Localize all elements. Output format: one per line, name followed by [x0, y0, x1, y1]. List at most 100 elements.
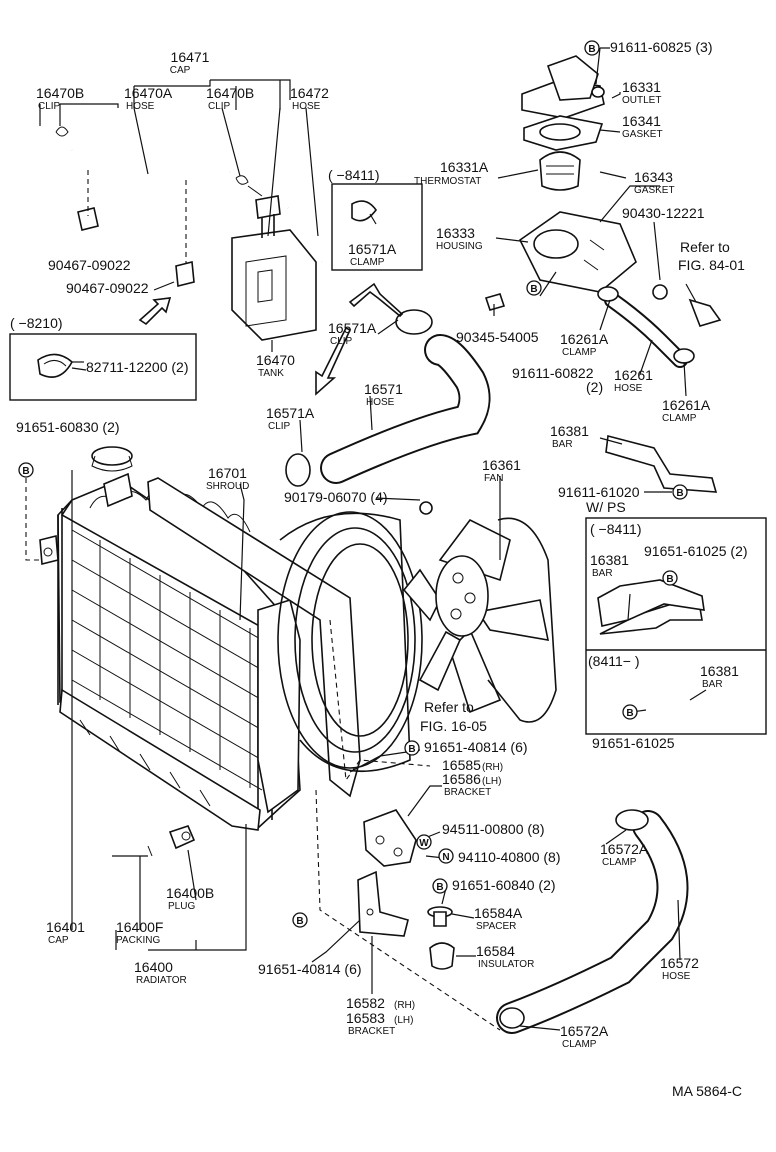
label-16583-num: 16583: [346, 1010, 385, 1026]
label-16571-num: 16571: [364, 381, 403, 397]
label-91651-60830: 91651-60830 (2): [16, 419, 120, 435]
marker-b-8: B: [432, 878, 448, 894]
label-16381-b1-num: 16381: [590, 552, 629, 568]
label-16333-num: 16333: [436, 225, 475, 241]
label-16585-num: 16585: [442, 757, 481, 773]
label-16261A-2-name: CLAMP: [662, 413, 697, 424]
label-16585-suffix: (RH): [482, 762, 503, 773]
label-16571A-clip1-num: 16571A: [328, 320, 377, 336]
label-16701-name: SHROUD: [206, 481, 249, 492]
marker-n-text: N: [442, 852, 449, 863]
label-91611-60822: 91611-60822: [512, 365, 594, 381]
label-16400F-name: PACKING: [116, 935, 160, 946]
label-16571A-box-num: 16571A: [348, 241, 397, 257]
label-16586-name: BRACKET: [444, 787, 491, 798]
label-16701-num: 16701: [208, 465, 247, 481]
label-94110: 94110-40800 (8): [458, 849, 560, 865]
label-16331A-name: THERMOSTAT: [414, 176, 481, 187]
reserve-tank-drawing: [231, 195, 317, 341]
range-8210: ( −8210): [10, 315, 63, 331]
label-90345: 90345-54005: [456, 329, 539, 345]
box-8411-top: [331, 183, 423, 271]
label-91611-60822-qty: (2): [586, 379, 603, 395]
figure-code: MA 5864-C: [672, 1083, 742, 1099]
label-16331-num: 16331: [622, 79, 661, 95]
label-16571-name: HOSE: [366, 397, 395, 408]
label-82711: 82711-12200 (2): [86, 359, 188, 375]
bracket-drawing: [357, 434, 718, 970]
marker-w: W: [416, 834, 432, 850]
label-16261-name: HOSE: [614, 383, 643, 394]
label-16572A-1-num: 16572A: [600, 841, 649, 857]
label-16571A-clip2-num: 16571A: [266, 405, 315, 421]
range-8411-ps: ( −8411): [590, 521, 642, 537]
ref-fig84-line1: Refer to: [680, 239, 730, 255]
label-16472-num: 16472: [290, 85, 329, 101]
label-16584A-num: 16584A: [474, 905, 523, 921]
label-16572-num: 16572: [660, 955, 699, 971]
label-16400B-num: 16400B: [166, 885, 214, 901]
lower-hose-drawing: [496, 809, 689, 1034]
marker-b-7: B: [404, 740, 420, 756]
label-91651-61025-2: 91651-61025 (2): [644, 543, 748, 559]
marker-n: N: [438, 848, 454, 864]
ref-fig16-line1: Refer to: [424, 699, 474, 715]
label-16571A-box-name: CLAMP: [350, 257, 385, 268]
range-8411-top: ( −8411): [328, 167, 380, 183]
marker-b-2: B: [526, 280, 542, 296]
label-16470-name: TANK: [258, 368, 284, 379]
label-16341-num: 16341: [622, 113, 661, 129]
bypass-hose-drawing: [597, 286, 695, 368]
marker-b-3: B: [672, 484, 688, 500]
label-16261A-1-name: CLAMP: [562, 347, 597, 358]
label-16261-num: 16261: [614, 367, 653, 383]
label-16381-b2-name: BAR: [702, 679, 723, 690]
label-16572-name: HOSE: [662, 971, 691, 982]
label-16401-name: CAP: [48, 935, 69, 946]
marker-b-5: B: [662, 570, 678, 586]
label-91611-60825: 91611-60825 (3): [610, 39, 712, 55]
label-94511: 94511-00800 (8): [442, 821, 544, 837]
marker-b-9: B: [292, 912, 308, 928]
arrows: [138, 282, 404, 396]
marker-b-6: B: [622, 704, 638, 720]
label-16400B-name: PLUG: [168, 901, 195, 912]
label-16584A-name: SPACER: [476, 921, 516, 932]
label-16331A-num: 16331A: [440, 159, 489, 175]
label-16361-name: FAN: [484, 473, 503, 484]
label-16361-num: 16361: [482, 457, 521, 473]
label-16583-name: BRACKET: [348, 1026, 395, 1037]
shroud-drawing: [147, 477, 423, 798]
label-16571A-clip1-name: CLIP: [330, 336, 353, 347]
label-16261A-2-num: 16261A: [662, 397, 711, 413]
label-16261A-1-num: 16261A: [560, 331, 609, 347]
label-16472-name: HOSE: [292, 101, 321, 112]
variant-ps: W/ PS: [586, 499, 626, 515]
label-16400F-num: 16400F: [116, 919, 163, 935]
label-16584-num: 16584: [476, 943, 515, 959]
marker-b-text: B: [296, 916, 303, 927]
label-16381-b1-name: BAR: [592, 568, 613, 579]
label-16571A-clip2-name: CLIP: [268, 421, 291, 432]
radiator-drawing: [39, 446, 301, 857]
upper-hose-drawing: [285, 309, 491, 487]
label-16572A-1-name: CLAMP: [602, 857, 637, 868]
label-91611-61020: 91611-61020: [558, 484, 640, 500]
label-16343-num: 16343: [634, 169, 673, 185]
label-90430: 90430-12221: [622, 205, 705, 221]
label-16381-top-name: BAR: [552, 439, 573, 450]
label-16470B-1-num: 16470B: [36, 85, 84, 101]
label-90467-b: 90467-09022: [66, 280, 149, 296]
label-16470B-2-num: 16470B: [206, 85, 254, 101]
label-16470B-1-name: CLIP: [38, 101, 61, 112]
label-90179: 90179-06070 (4): [284, 489, 388, 505]
label-91651-60840: 91651-60840 (2): [452, 877, 556, 893]
label-91651-40814-6a: 91651-40814 (6): [424, 739, 528, 755]
label-16586-num: 16586: [442, 771, 481, 787]
label-90467-a: 90467-09022: [48, 257, 131, 273]
overflow-hose-drawing: [55, 126, 325, 288]
labels: 16471 CAP 16470B CLIP 16470A HOSE 16470B…: [10, 39, 748, 1099]
label-16470A-num: 16470A: [124, 85, 173, 101]
label-16471-num: 16471: [171, 49, 210, 65]
marker-b-text: B: [408, 744, 415, 755]
